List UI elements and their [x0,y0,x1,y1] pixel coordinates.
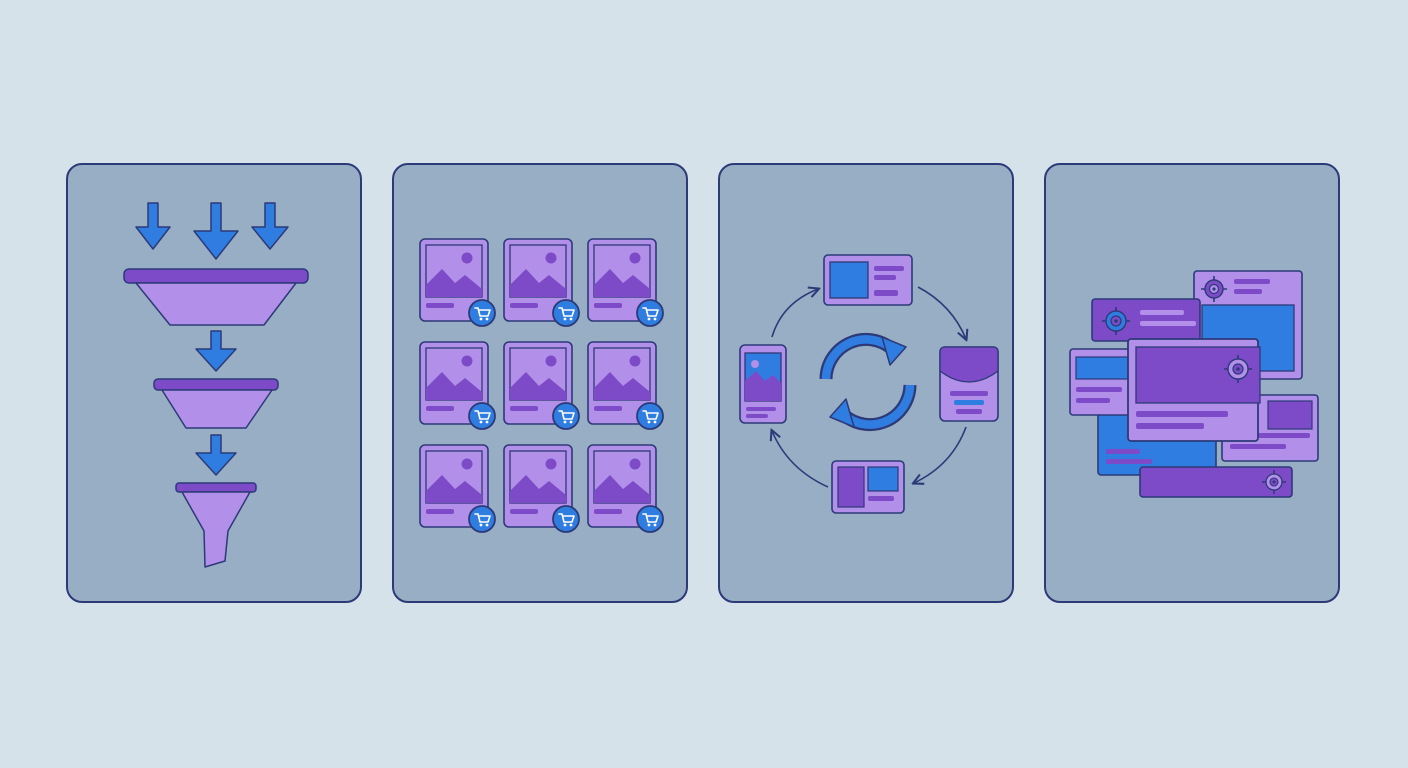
funnel-stage-bottom [175,482,257,568]
input-arrows [135,202,289,260]
cart-icon [468,402,496,430]
placement-card-left [1069,348,1135,416]
connector-arrow [771,289,818,338]
arrow-down-icon [135,202,171,250]
product-grid-illustration [419,238,664,533]
arrow-down-icon [195,330,237,372]
image-icon [425,244,483,298]
ad-placements-panel [1044,163,1340,603]
product-tile [419,444,496,533]
image-icon [509,450,567,504]
ad-card-icon [823,254,913,306]
arrow-down-icon [193,202,239,260]
split-ad-icon [831,460,905,514]
cart-icon [468,505,496,533]
connector-arrow [917,286,966,339]
mobile-ad-icon [739,344,787,424]
cart-icon [636,505,664,533]
product-tile [587,238,664,327]
target-icon [1201,276,1227,302]
cart-icon [552,299,580,327]
product-grid-panel [392,163,688,603]
product-tile [419,341,496,430]
funnel-illustration [123,202,309,568]
placement-card-top-left [1091,298,1201,342]
funnel-stage-middle [153,378,279,429]
connector-arrow [914,426,967,483]
image-icon [593,347,651,401]
cycle-illustration [739,254,999,514]
image-icon [509,347,567,401]
product-tile [503,444,580,533]
funnel-panel [66,163,362,603]
target-icon [1102,307,1130,335]
image-icon [593,244,651,298]
retargeting-cycle-panel [718,163,1014,603]
placement-bar-bottom [1139,466,1293,498]
placement-card-center [1127,338,1261,442]
funnel-stage-top [123,268,309,326]
cycle-connectors [771,286,967,488]
cart-icon [552,505,580,533]
cart-icon [636,402,664,430]
product-tile [419,238,496,327]
ad-placements-illustration [1069,270,1319,498]
image-icon [593,450,651,504]
product-tile [587,341,664,430]
target-icon [1224,355,1252,383]
cart-icon [468,299,496,327]
image-icon [425,347,483,401]
image-icon [425,450,483,504]
image-icon [509,244,567,298]
product-tile [503,341,580,430]
cart-icon [552,402,580,430]
banner-ad-icon [939,346,999,422]
product-tile [587,444,664,533]
cart-icon [636,299,664,327]
target-icon [1262,470,1286,494]
arrow-down-icon [251,202,289,250]
connector-arrow [772,431,829,488]
arrow-down-icon [195,434,237,476]
product-tile [503,238,580,327]
